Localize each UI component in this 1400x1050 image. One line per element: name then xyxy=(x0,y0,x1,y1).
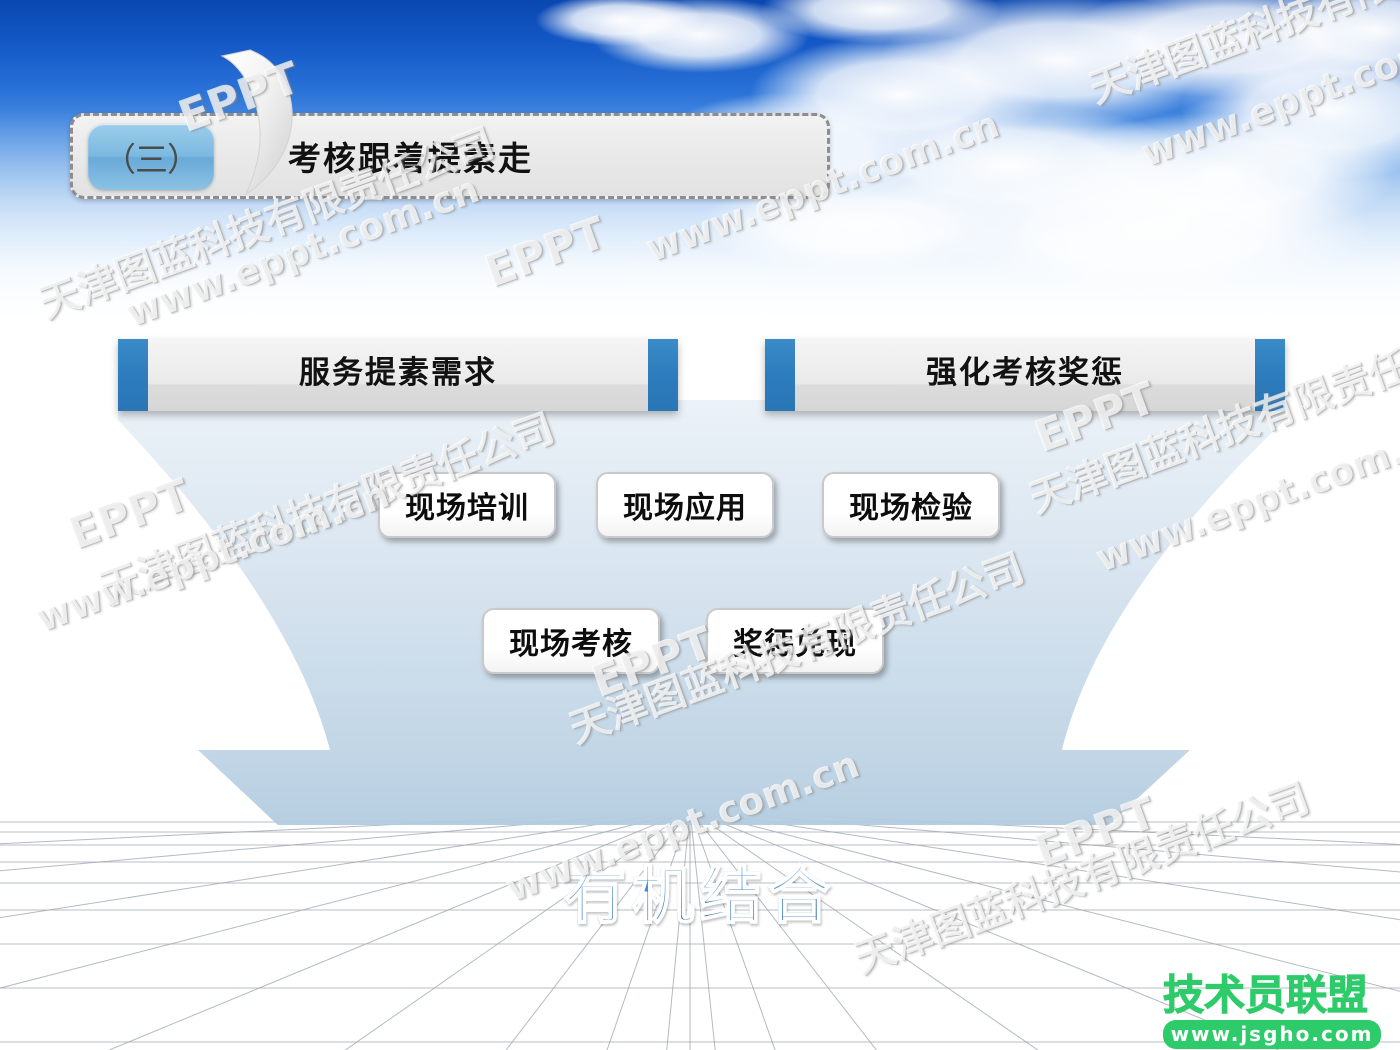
banner-service-demand[interactable]: 服务提素需求 xyxy=(118,339,678,411)
banner-assessment-reward[interactable]: 强化考核奖惩 xyxy=(765,339,1285,411)
node-label: 现场考核 xyxy=(509,627,633,662)
conclusion-title: 有机结合 xyxy=(0,845,1400,935)
logo-name: 技术员联盟 xyxy=(1163,971,1369,1019)
node-box[interactable]: 现场培训 xyxy=(378,472,556,538)
banner-right-body: 强化考核奖惩 xyxy=(795,339,1255,411)
node-label: 现场培训 xyxy=(405,491,529,526)
page-title: 考核跟着提素走 xyxy=(288,139,533,178)
node-label: 奖惩兑现 xyxy=(733,627,857,662)
banner-left-accent-bar xyxy=(118,339,148,411)
node-box[interactable]: 现场考核 xyxy=(482,608,660,674)
banner-left-label: 服务提素需求 xyxy=(299,354,497,391)
node-box[interactable]: 现场应用 xyxy=(596,472,774,538)
banner-left-body: 服务提素需求 xyxy=(148,339,648,411)
banner-right-accent-bar xyxy=(765,339,795,411)
node-box[interactable]: 奖惩兑现 xyxy=(706,608,884,674)
section-number-badge: （三） xyxy=(88,124,214,190)
node-box[interactable]: 现场检验 xyxy=(822,472,1000,538)
conclusion-label: 有机结合 xyxy=(563,858,836,933)
banner-right-label: 强化考核奖惩 xyxy=(926,354,1124,391)
section-title-bar: （三） 考核跟着提素走 xyxy=(70,113,830,199)
banner-left-accent-bar-end xyxy=(648,339,678,411)
cloud-graphics xyxy=(0,0,1400,330)
brand-logo: 技术员联盟 www.jsgho.com xyxy=(1163,971,1381,1049)
funnel-arrow-shape xyxy=(118,400,1285,825)
node-label: 现场检验 xyxy=(849,491,973,526)
node-label: 现场应用 xyxy=(623,491,747,526)
banner-right-accent-bar-end xyxy=(1255,339,1285,411)
logo-url: www.jsgho.com xyxy=(1163,1020,1381,1049)
